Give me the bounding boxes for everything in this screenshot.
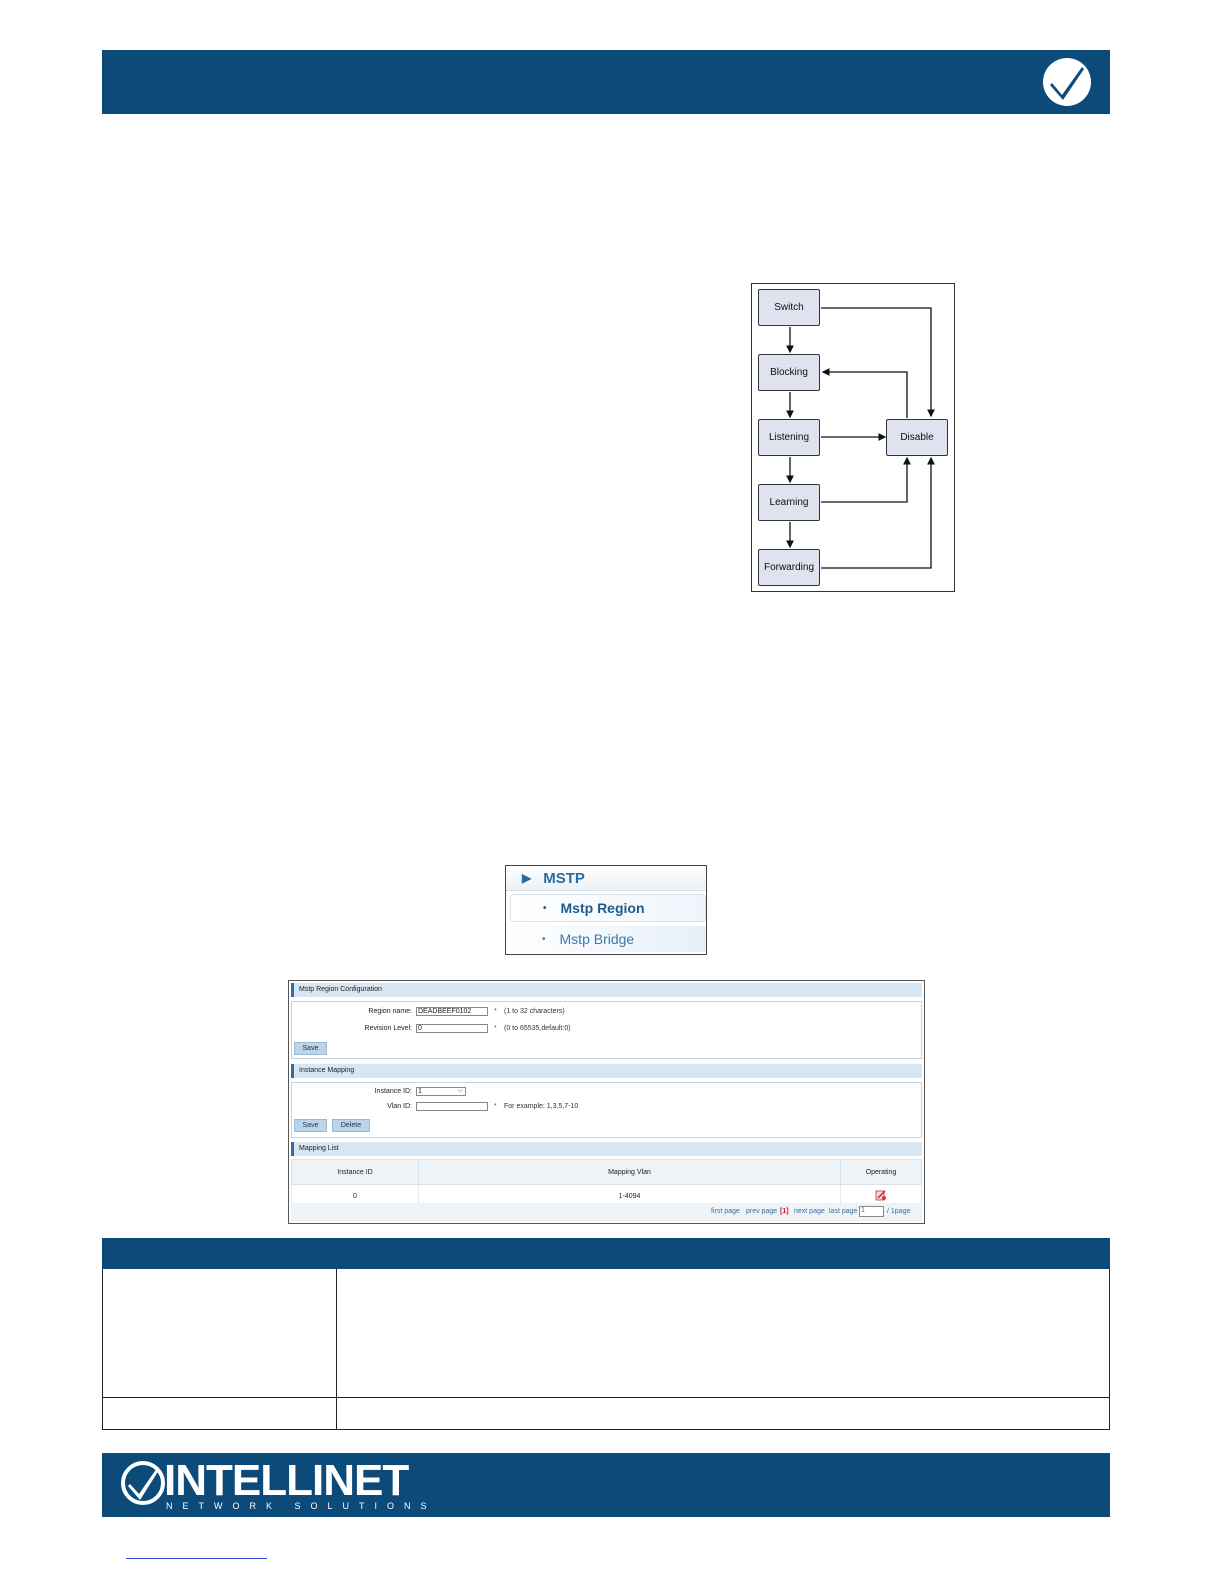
footer-bar: INTELLINET NETWORK SOLUTIONS bbox=[102, 1453, 1110, 1517]
instance-id-select[interactable]: 1 ⌵ bbox=[416, 1087, 466, 1096]
col-mapping-vlan: Mapping Vlan bbox=[418, 1159, 841, 1185]
edit-delete-icon[interactable] bbox=[875, 1190, 887, 1201]
required-mark: * bbox=[494, 1103, 497, 1110]
node-blocking: Blocking bbox=[758, 354, 820, 391]
vlan-id-label: Vlan ID: bbox=[387, 1103, 412, 1110]
chevron-down-icon: ⌵ bbox=[457, 1087, 463, 1094]
intellinet-logo-icon bbox=[121, 1461, 165, 1505]
vlan-hint: For example: 1,3,5,7-10 bbox=[504, 1103, 579, 1110]
save-button[interactable]: Save bbox=[294, 1042, 327, 1055]
menu-mstp-label: MSTP bbox=[543, 869, 585, 887]
bullet-icon: • bbox=[543, 902, 547, 914]
spec-table bbox=[102, 1269, 1110, 1430]
revision-hint: (0 to 65535,default:0) bbox=[504, 1025, 571, 1032]
pagination: first page prev page [1] next page last … bbox=[291, 1203, 922, 1221]
section-title-mapping-list: Mapping List bbox=[291, 1142, 922, 1156]
col-instance-id: Instance ID bbox=[291, 1159, 419, 1185]
node-disable: Disable bbox=[886, 419, 948, 456]
node-learning: Learning bbox=[758, 484, 820, 521]
header-bar bbox=[102, 50, 1110, 114]
region-name-input[interactable]: DEADBEEF0102 bbox=[416, 1007, 488, 1016]
table-header-row: Instance ID Mapping Vlan Operating bbox=[291, 1159, 922, 1185]
menu-item-mstp-region[interactable]: • Mstp Region bbox=[510, 894, 706, 922]
node-forwarding: Forwarding bbox=[758, 549, 820, 586]
col-operating: Operating bbox=[840, 1159, 922, 1185]
node-switch: Switch bbox=[758, 289, 820, 326]
first-page-link[interactable]: first page bbox=[711, 1208, 740, 1215]
triangle-right-icon: ▶ bbox=[522, 871, 532, 885]
instance-id-label: Instance ID: bbox=[374, 1088, 412, 1095]
diagram-connectors bbox=[786, 307, 935, 569]
menu-mstp[interactable]: ▶ MSTP bbox=[506, 866, 706, 891]
check-badge-icon bbox=[1043, 58, 1091, 106]
save-instance-button[interactable]: Save bbox=[294, 1119, 327, 1132]
node-listening: Listening bbox=[758, 419, 820, 456]
prev-page-link[interactable]: prev page bbox=[746, 1208, 778, 1215]
vlan-id-input[interactable] bbox=[416, 1102, 488, 1111]
delete-button[interactable]: Delete bbox=[332, 1119, 370, 1132]
mstp-region-panel: Mstp Region Configuration Region name: D… bbox=[288, 980, 925, 1224]
page-input[interactable]: 1 bbox=[859, 1206, 884, 1217]
required-mark: * bbox=[494, 1025, 497, 1032]
row-divider bbox=[103, 1397, 1109, 1398]
footer-brand: INTELLINET bbox=[164, 1456, 409, 1505]
region-name-label: Region name: bbox=[368, 1008, 412, 1015]
bullet-icon: • bbox=[542, 933, 546, 945]
section-title-instance: Instance Mapping bbox=[291, 1064, 922, 1078]
required-mark: * bbox=[494, 1008, 497, 1015]
mstp-menu: ▶ MSTP • Mstp Region • Mstp Bridge bbox=[505, 865, 707, 955]
spec-table-header bbox=[102, 1238, 1110, 1269]
stp-state-diagram: Switch Blocking Listening Learning Forwa… bbox=[751, 283, 955, 592]
region-name-hint: (1 to 32 characters) bbox=[504, 1008, 565, 1015]
mapping-table: Instance ID Mapping Vlan Operating 0 1-4… bbox=[291, 1159, 922, 1208]
menu-item-label: Mstp Region bbox=[560, 900, 645, 916]
page-count: / 1page bbox=[887, 1208, 911, 1215]
footer-link-underline[interactable] bbox=[126, 1558, 267, 1559]
footer-tagline: NETWORK SOLUTIONS bbox=[166, 1501, 437, 1511]
revision-input[interactable]: 0 bbox=[416, 1024, 488, 1033]
instance-id-value: 1 bbox=[418, 1088, 422, 1095]
region-section-body: Region name: DEADBEEF0102 * (1 to 32 cha… bbox=[291, 1001, 922, 1059]
next-page-link[interactable]: next page bbox=[794, 1208, 825, 1215]
menu-item-mstp-bridge[interactable]: • Mstp Bridge bbox=[506, 926, 706, 952]
revision-label: Revision Level: bbox=[364, 1025, 412, 1032]
instance-section-body: Instance ID: 1 ⌵ Vlan ID: * For example:… bbox=[291, 1082, 922, 1138]
current-page: [1] bbox=[780, 1208, 789, 1215]
section-title-region: Mstp Region Configuration bbox=[291, 983, 922, 997]
column-divider bbox=[336, 1269, 337, 1429]
last-page-link[interactable]: last page bbox=[829, 1208, 858, 1215]
menu-item-label: Mstp Bridge bbox=[559, 931, 635, 947]
